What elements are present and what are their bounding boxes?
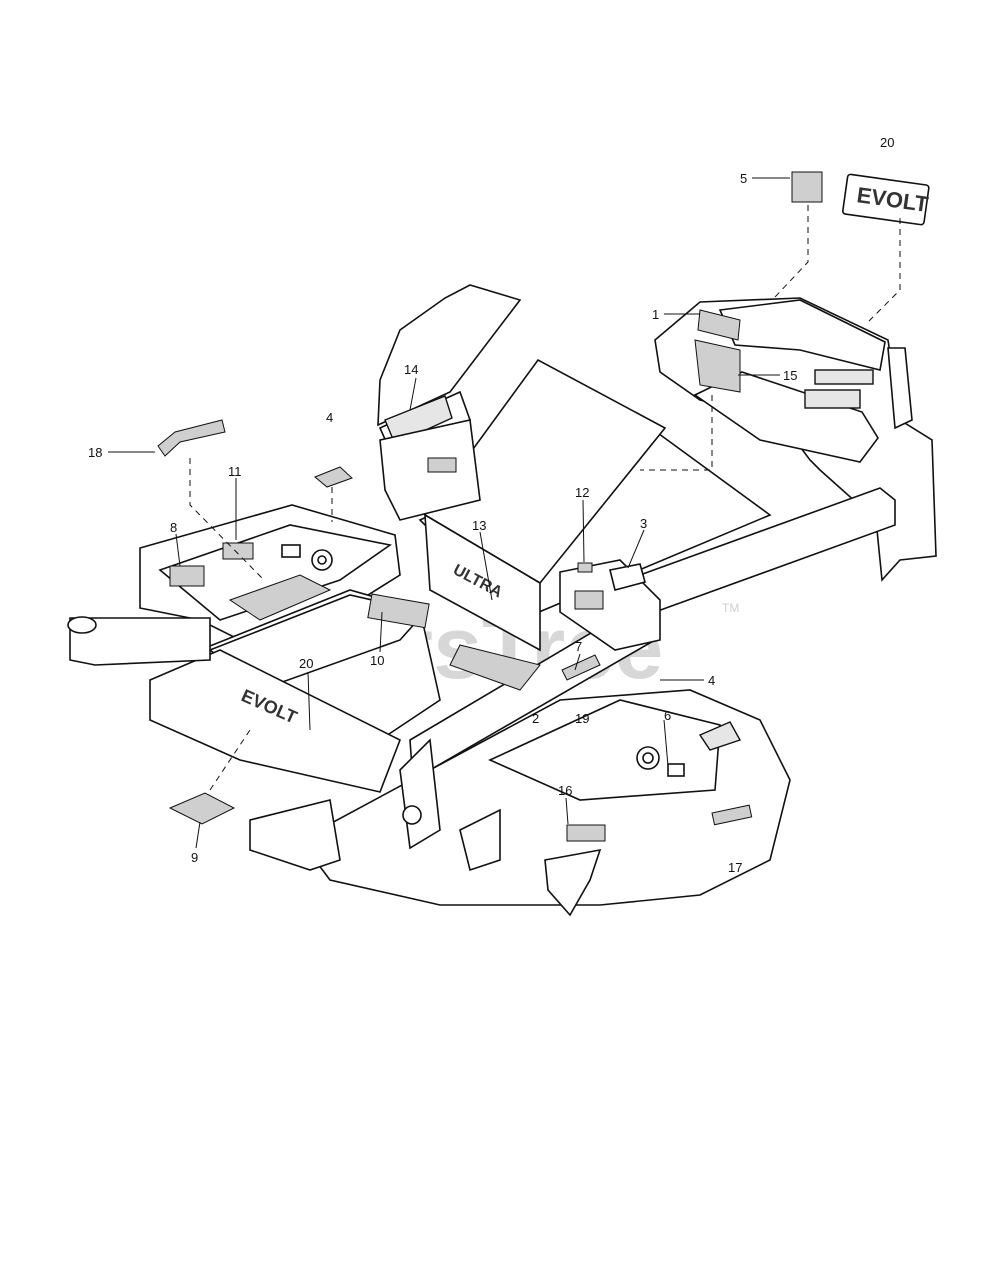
callout-14: 14: [404, 362, 418, 377]
callout-labels: 20 5 1 15 14 4 18 11 8 12 3 13 10 7 4 20…: [88, 135, 894, 875]
front-caster-left: [67, 616, 97, 634]
decal-17-stripe: [711, 804, 753, 826]
decal-4-triangle: [314, 466, 353, 488]
deck-gauge: [667, 763, 685, 777]
seat-front-face: [424, 513, 541, 652]
deck-discharge-chute: [544, 848, 602, 917]
callout-4-right: 4: [708, 673, 715, 688]
mower-deck-top: [488, 699, 721, 801]
decal-7: [561, 654, 601, 681]
callout-2: 2: [532, 711, 539, 726]
loose-brand-plate: [842, 173, 930, 226]
callout-18: 18: [88, 445, 102, 460]
leader-8: [175, 533, 181, 567]
placement-dashed-lines: [189, 205, 901, 791]
leader-12: [582, 499, 585, 563]
loose-brand-decal: EVOLT: [842, 173, 930, 226]
decal-10: [367, 593, 430, 629]
leader-9: [195, 821, 201, 849]
callout-4-top: 4: [326, 410, 333, 425]
callout-16: 16: [558, 783, 572, 798]
decal-15-panel: [694, 339, 741, 393]
leader-6: [663, 719, 669, 767]
decal-9-card: [168, 792, 236, 825]
leader-20-front: [307, 671, 311, 731]
callout-10: 10: [370, 653, 384, 668]
callout-20-top: 20: [880, 135, 894, 150]
control-lever-base-right: [609, 563, 646, 591]
decal-16: [566, 824, 606, 842]
callout-11: 11: [228, 464, 242, 479]
callout-20-front: 20: [299, 656, 313, 671]
callout-8: 8: [170, 520, 177, 535]
dash-decal-18: [189, 458, 263, 579]
front-caster-arm: [69, 617, 211, 666]
leader-13: [479, 531, 493, 601]
loose-decals: [157, 171, 823, 825]
decal-11: [222, 542, 254, 560]
callout-3: 3: [640, 516, 647, 531]
callout-9: 9: [191, 850, 198, 865]
decal-18-handle: [157, 419, 226, 457]
callout-5: 5: [740, 171, 747, 186]
leader-3: [627, 529, 645, 569]
callout-12: 12: [575, 485, 589, 500]
callout-15: 15: [783, 368, 797, 383]
decal-1-tag: [697, 309, 741, 341]
fuel-cap-left-inner: [317, 555, 327, 565]
watermark-trademark: TM: [722, 601, 739, 615]
floor-decal-cluster: [449, 644, 541, 691]
decal-near-12: [574, 590, 604, 610]
control-panel-decal-14: [384, 395, 453, 445]
callout-6: 6: [664, 708, 671, 723]
dash-decal-5: [774, 205, 809, 298]
front-wheel-mount: [249, 799, 341, 871]
callout-7: 7: [575, 639, 582, 654]
decal-8: [169, 565, 205, 587]
callout-1: 1: [652, 307, 659, 322]
front-left-pivot: [402, 805, 422, 825]
front-nose-panel: [149, 649, 402, 793]
leader-10: [379, 611, 383, 653]
leader-14: [409, 377, 417, 411]
decal-12: [577, 562, 593, 573]
left-gauge: [281, 544, 301, 558]
deck-brand-logo: [698, 721, 742, 751]
rear-slot: [804, 389, 861, 409]
front-wheel-mount-2: [459, 808, 501, 872]
rear-slot-upper: [814, 369, 874, 385]
leader-16: [565, 797, 569, 825]
callout-13: 13: [472, 518, 486, 533]
callout-leaders: [108, 177, 790, 849]
left-platform-top: [158, 524, 392, 621]
dash-decal-9: [209, 729, 251, 791]
dash-decal-seat: [640, 395, 713, 471]
rear-corner-post: [887, 347, 913, 430]
callout-19: 19: [575, 711, 589, 726]
rear-fender-top-panel: [718, 299, 886, 371]
console-decal: [427, 457, 457, 473]
leader-7: [574, 653, 581, 671]
decal-5: [791, 171, 823, 203]
deck-spindle-cap-inner: [642, 752, 654, 764]
decal-near-10-foot: [228, 574, 332, 621]
rear-seat-well: [693, 371, 879, 463]
callout-17: 17: [728, 860, 742, 875]
dash-decal-20-loose: [867, 218, 901, 323]
